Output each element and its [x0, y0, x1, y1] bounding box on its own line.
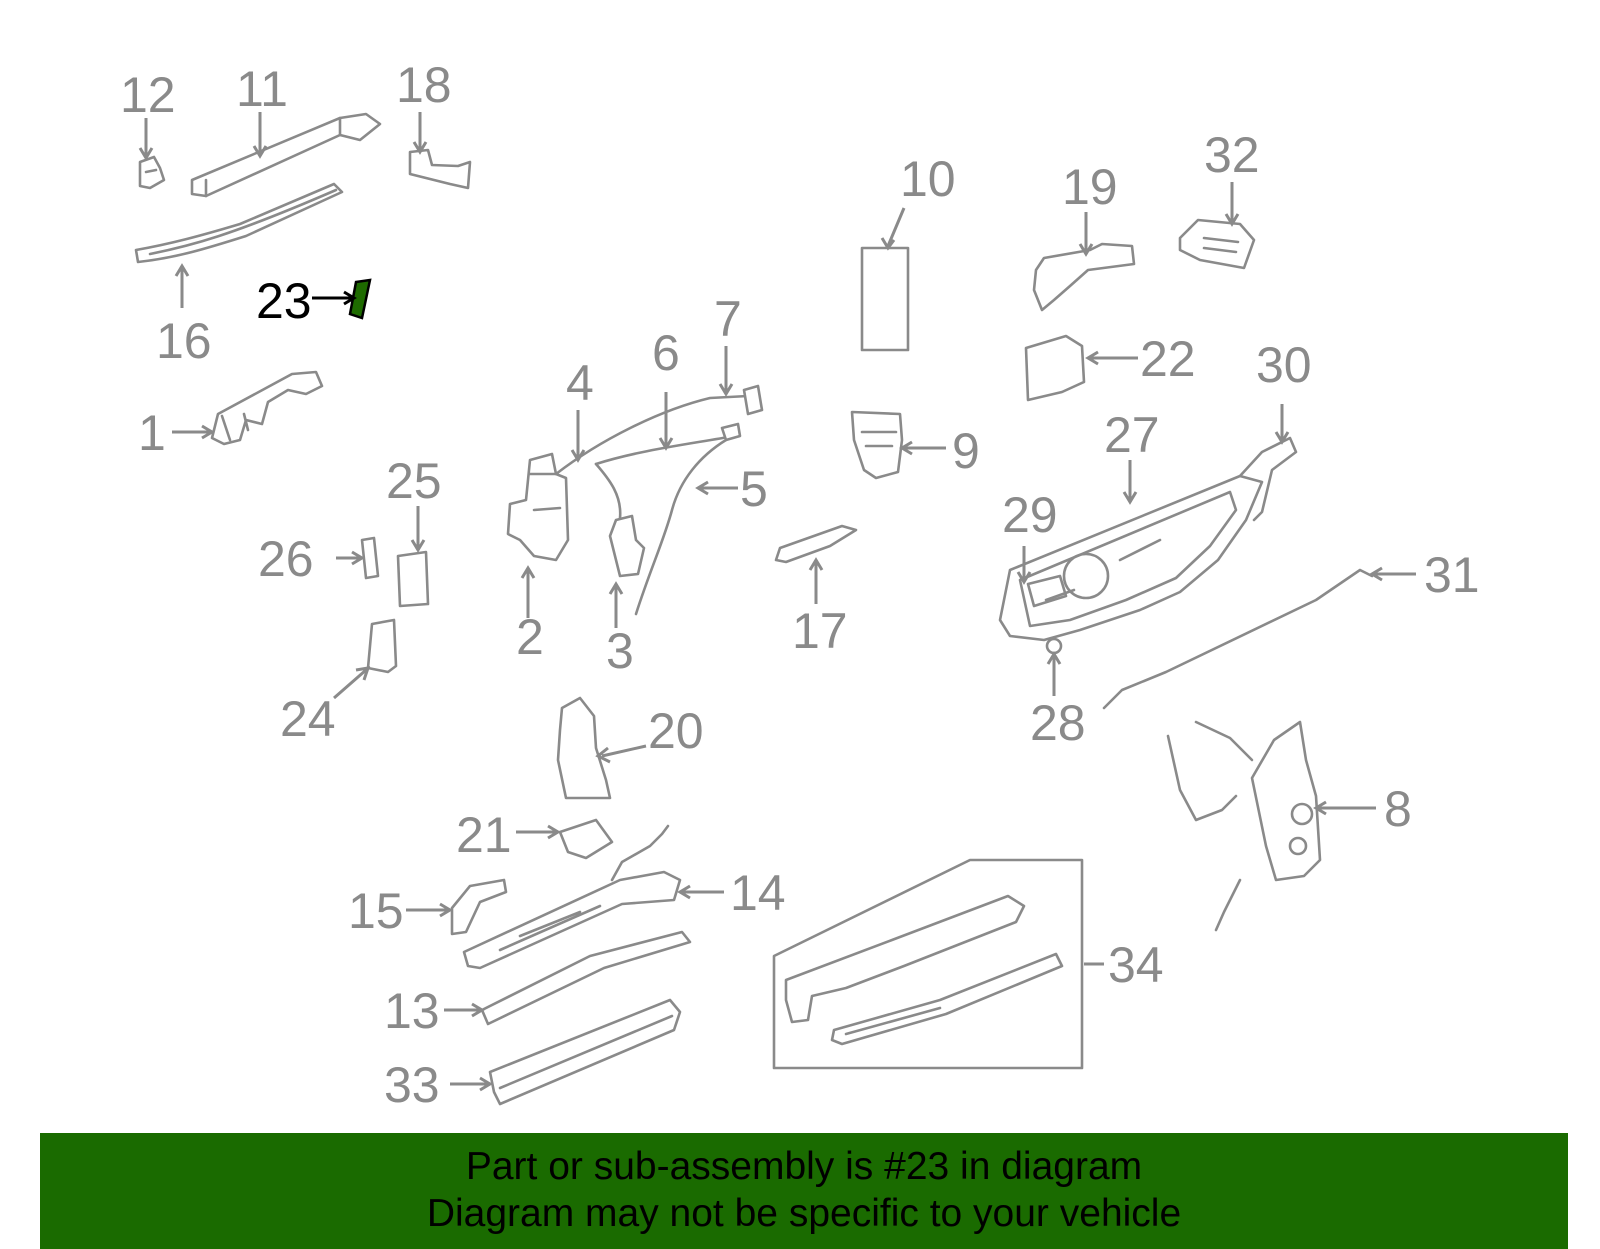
part-22 [1024, 334, 1086, 402]
part-12 [138, 155, 166, 190]
callout-18: 18 [396, 57, 452, 113]
part-11 [190, 112, 382, 198]
callout-17: 17 [792, 603, 848, 659]
part-25 [396, 550, 430, 608]
callout-labels: 12 11 18 16 23 1 10 9 19 32 22 30 27 29 … [120, 57, 1480, 1113]
part-16 [134, 182, 344, 264]
part-20 [556, 696, 612, 800]
part-9 [850, 410, 904, 480]
leader-lines [138, 112, 1416, 1092]
part-18 [408, 148, 472, 190]
part-15 [450, 878, 508, 936]
callout-28: 28 [1030, 695, 1086, 751]
info-banner: Part or sub-assembly is #23 in diagram D… [40, 1133, 1568, 1249]
callout-9: 9 [952, 423, 980, 479]
part-14 [462, 824, 682, 970]
callout-25: 25 [386, 453, 442, 509]
banner-line-1: Part or sub-assembly is #23 in diagram [465, 1145, 1143, 1188]
part-21 [558, 818, 614, 860]
callout-34: 34 [1108, 937, 1164, 993]
callout-22: 22 [1140, 331, 1196, 387]
callout-4: 4 [566, 355, 594, 411]
callout-33: 33 [384, 1057, 440, 1113]
callout-32: 32 [1204, 127, 1260, 183]
part-27-door-panel [998, 474, 1264, 655]
banner-line-2: Diagram may not be specific to your vehi… [426, 1192, 1182, 1235]
part-31 [1102, 568, 1374, 710]
part-24 [366, 618, 398, 674]
part-34-box [772, 858, 1084, 1070]
callout-29: 29 [1002, 487, 1058, 543]
part-3 [608, 514, 646, 578]
callout-14: 14 [730, 865, 786, 921]
callout-23: 23 [256, 273, 312, 329]
callout-27: 27 [1104, 407, 1160, 463]
callout-26: 26 [258, 531, 314, 587]
part-26 [360, 536, 380, 580]
leader-23 [312, 290, 357, 306]
callout-6: 6 [652, 325, 680, 381]
part-32 [1178, 218, 1256, 270]
callout-2: 2 [516, 609, 544, 665]
callout-10: 10 [900, 151, 956, 207]
callout-20: 20 [648, 703, 704, 759]
callout-30: 30 [1256, 337, 1312, 393]
part-23 [348, 278, 372, 320]
callout-11: 11 [236, 61, 288, 117]
part-2 [506, 452, 570, 562]
callout-3: 3 [606, 623, 634, 679]
part-33 [488, 998, 682, 1106]
callout-24: 24 [280, 691, 336, 747]
part-8 [1166, 720, 1322, 932]
callout-16: 16 [156, 313, 212, 369]
part-10 [860, 246, 910, 352]
callout-7: 7 [714, 291, 742, 347]
callout-19: 19 [1062, 159, 1118, 215]
part-30 [1238, 436, 1298, 522]
callout-13: 13 [384, 983, 440, 1039]
part-13 [480, 930, 692, 1026]
callout-21: 21 [456, 807, 512, 863]
callout-31: 31 [1424, 547, 1480, 603]
part-1 [210, 370, 324, 446]
callout-8: 8 [1384, 781, 1412, 837]
cables-4-5-6-7 [554, 384, 764, 616]
callout-1: 1 [138, 405, 166, 461]
callout-5: 5 [740, 461, 768, 517]
callout-12: 12 [120, 67, 176, 123]
callout-15: 15 [348, 883, 404, 939]
part-19 [1032, 242, 1136, 312]
part-17 [774, 524, 858, 564]
